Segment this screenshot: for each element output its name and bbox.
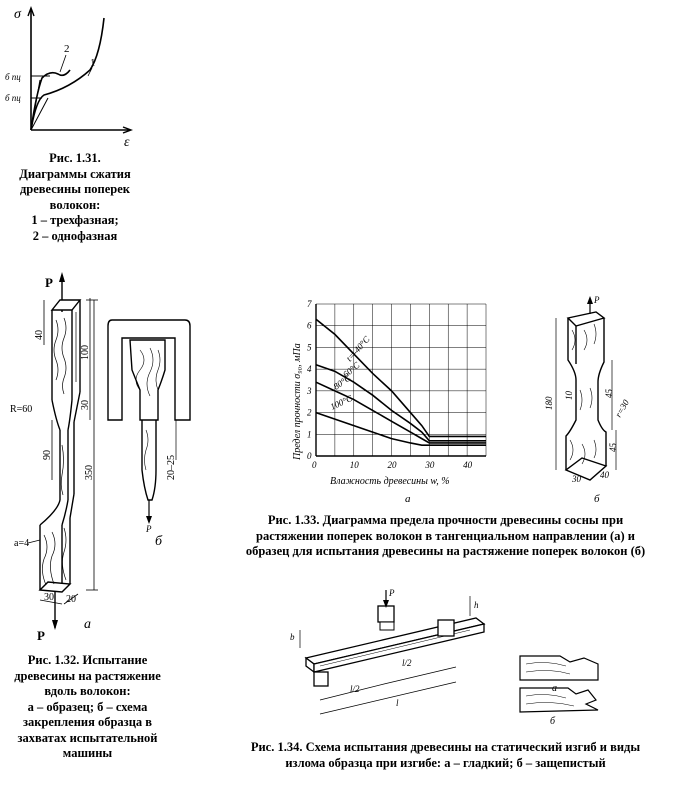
fig132-dim-grip: 20–25	[166, 455, 177, 480]
fig133-x-label: Влажность древесины w, %	[330, 476, 450, 487]
fig131-caption-line: древесины поперек	[19, 182, 131, 196]
fig131-caption-line: волокон:	[49, 197, 101, 212]
x-tick-label: 0	[312, 460, 317, 470]
x-tick-label: 10	[350, 460, 360, 470]
fig134-caption-line: излома образца при изгибе: а – гладкий; …	[285, 755, 606, 770]
fig132-dim-r60: R=60	[10, 404, 32, 415]
fig131-axis-y: σ	[14, 7, 22, 22]
fig133-specimen-p: P	[593, 295, 600, 305]
fig133-label-a: а	[405, 493, 411, 505]
y-tick-label: 3	[306, 386, 312, 396]
fig134-label-a: а	[552, 683, 557, 694]
fig134-dim-l2b: l/2	[402, 658, 412, 668]
fig132-caption: Рис. 1.32. Испытание древесины на растяж…	[0, 653, 175, 762]
fig132-dim-90: 90	[42, 450, 53, 460]
fig132-caption-line: машины	[62, 746, 113, 760]
y-tick-label: 5	[307, 342, 312, 352]
y-tick-label: 6	[307, 321, 312, 331]
fig131-curve2: 2	[64, 43, 70, 55]
fig132-load-top: P	[45, 275, 53, 290]
fig131-caption-line: 1 – трехфазная;	[31, 213, 119, 227]
fig133-label-b: б	[594, 493, 600, 505]
fig132-dim-a4: a=4	[14, 538, 29, 549]
y-tick-label: 4	[307, 364, 312, 374]
fig134-load-p: P	[388, 588, 395, 598]
fig134-caption-line: Рис. 1.34. Схема испытания древесины на …	[250, 740, 641, 754]
fig131-axis-x: ε	[124, 135, 130, 150]
svg-text:P: P	[145, 524, 152, 534]
series-line	[315, 318, 486, 438]
fig133-dim-45a: 45	[604, 389, 614, 399]
fig132-label-b: б	[155, 534, 163, 549]
fig131-caption-line: Диаграммы сжатия	[19, 166, 131, 181]
fig133-y-label: Предел прочности σ₉₀, мПа	[292, 343, 303, 461]
fig131-curve1: 1	[90, 57, 96, 69]
fig133-caption-line: Рис. 1.33. Диаграмма предела прочности д…	[267, 513, 624, 527]
fig132-label-a: a	[84, 617, 91, 632]
x-tick-label: 40	[463, 460, 473, 470]
fig133-caption: Рис. 1.33. Диаграмма предела прочности д…	[213, 513, 678, 560]
fig132-dim-350: 350	[84, 465, 95, 480]
fig133-dim-10: 10	[564, 391, 574, 401]
fig132-caption-line: Рис. 1.32. Испытание	[27, 653, 148, 667]
fig134-dim-b: b	[290, 632, 295, 642]
fig132-caption-line: захватах испытательной	[17, 730, 158, 745]
fig134-label-b: б	[550, 716, 556, 727]
fig132-dim-100: 100	[80, 345, 91, 360]
fig132-caption-line: а – образец; б – схема	[27, 699, 148, 714]
y-tick-label: 0	[307, 451, 312, 461]
x-tick-label: 20	[388, 460, 398, 470]
fig133-dim-30: 30	[571, 474, 582, 484]
fig133-dim-180: 180	[544, 396, 554, 410]
series-line	[315, 364, 486, 442]
fig133-dim-40: 40	[600, 470, 610, 480]
series-line	[315, 411, 486, 446]
fig133-dim-45b: 45	[608, 443, 618, 453]
fig131-caption: Рис. 1.31. Диаграммы сжатия древесины по…	[0, 151, 150, 244]
y-tick-label: 2	[307, 408, 312, 418]
y-tick-label: 1	[307, 429, 312, 439]
fig132-dim-w20: 20	[66, 594, 76, 605]
fig134-dim-l2: l/2	[350, 684, 360, 694]
fig133-caption-line: образец для испытания древесины на растя…	[245, 544, 646, 558]
fig133-caption-line: растяжении поперек волокон в тангенциаль…	[256, 528, 635, 543]
fig132-load-bottom: P	[37, 628, 45, 643]
fig132-caption-line: закрепления образца в	[22, 715, 153, 729]
x-tick-label: 30	[424, 460, 435, 470]
fig131-label-upper: б пц	[5, 72, 21, 82]
fig131-caption-line: 2 – однофазная	[32, 228, 118, 243]
fig132-caption-line: вдоль волокон:	[44, 684, 131, 698]
y-tick-label: 7	[307, 299, 312, 309]
fig132-caption-line: древесины на растяжение	[14, 668, 161, 683]
fig131-label-lower: б пц	[5, 93, 21, 103]
fig134-caption: Рис. 1.34. Схема испытания древесины на …	[198, 740, 693, 771]
fig134-dim-h: h	[474, 600, 479, 610]
series-line	[315, 381, 486, 444]
fig132-dim-w30: 30	[44, 592, 54, 603]
fig132-dim-30: 30	[80, 400, 91, 410]
fig132-dim-40: 40	[34, 330, 45, 340]
fig131-caption-line: Рис. 1.31.	[49, 151, 101, 165]
fig134-dim-l: l	[396, 698, 399, 708]
